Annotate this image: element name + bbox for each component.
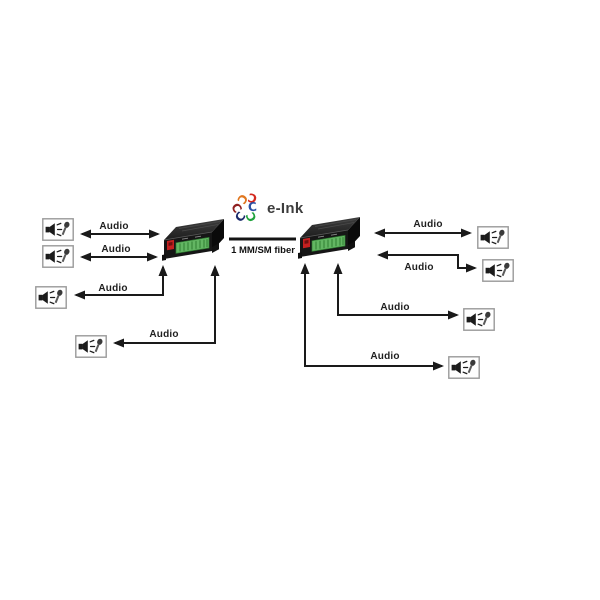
connector-right-4-line (300, 263, 444, 371)
converter-box-icon (162, 219, 224, 261)
fiber-converter-left-device (162, 212, 228, 264)
speaker-mic-icon (43, 246, 73, 267)
audio-endpoint-right-1 (477, 226, 509, 249)
audio-label-left-1: Audio (99, 221, 129, 232)
audio-label-right-4: Audio (370, 351, 400, 362)
audio-endpoint-left-4 (75, 335, 107, 358)
audio-endpoint-right-3 (463, 308, 495, 331)
converter-box-icon (298, 217, 360, 259)
audio-endpoint-left-3 (35, 286, 67, 309)
speaker-mic-icon (36, 287, 66, 308)
audio-endpoint-right-4 (448, 356, 480, 379)
audio-label-left-2: Audio (101, 244, 131, 255)
audio-label-right-2: Audio (404, 262, 434, 273)
brand-name: e-Ink (267, 199, 304, 217)
audio-label-left-3: Audio (98, 283, 128, 294)
brand-logo: e-Ink (232, 193, 304, 223)
speaker-mic-icon (478, 227, 508, 248)
speaker-mic-icon (483, 260, 513, 281)
audio-endpoint-left-2 (42, 245, 74, 268)
fiber-converter-right-device (298, 210, 364, 262)
brand-logo-icon (232, 193, 260, 223)
speaker-mic-icon (43, 219, 73, 240)
logo-swirl-green (244, 210, 259, 223)
audio-label-left-4: Audio (149, 329, 179, 340)
audio-label-right-1: Audio (413, 219, 443, 230)
speaker-mic-icon (76, 336, 106, 357)
speaker-mic-icon (449, 357, 479, 378)
audio-endpoint-right-2 (482, 259, 514, 282)
audio-label-right-3: Audio (380, 302, 410, 313)
audio-endpoint-left-1 (42, 218, 74, 241)
connector-left-4-line (113, 265, 220, 348)
speaker-mic-icon (464, 309, 494, 330)
fiber-link-label: 1 MM/SM fiber (231, 245, 295, 256)
connector-right-2-line (377, 250, 477, 273)
